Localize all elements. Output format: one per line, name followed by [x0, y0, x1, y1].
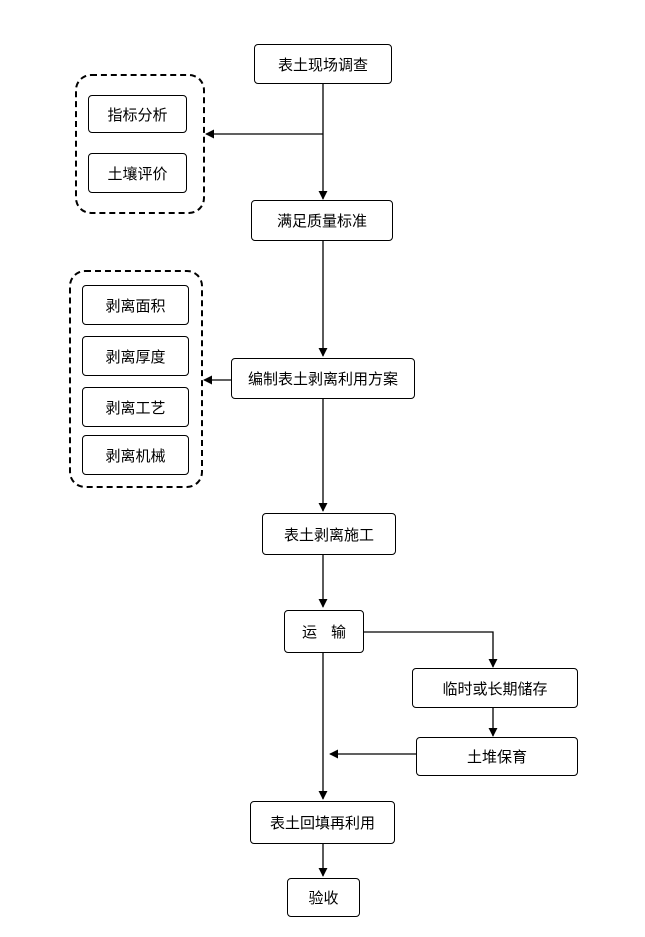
node-strip-machinery-label: 剥离机械 — [105, 446, 166, 465]
node-transport: 运输 — [284, 610, 364, 653]
node-strip-construction: 表土剥离施工 — [262, 513, 396, 555]
node-index-analysis: 指标分析 — [88, 95, 187, 133]
node-backfill-label: 表土回填再利用 — [269, 814, 375, 832]
node-strip-thickness: 剥离厚度 — [82, 336, 189, 376]
node-index-analysis-label: 指标分析 — [107, 105, 168, 124]
node-backfill: 表土回填再利用 — [250, 801, 395, 844]
node-strip-process: 剥离工艺 — [82, 387, 189, 427]
node-survey-label: 表土现场调查 — [277, 55, 368, 74]
node-strip-plan-label: 编制表土剥离利用方案 — [247, 370, 398, 388]
node-transport-label: 运输 — [301, 623, 360, 641]
node-storage-label: 临时或长期储存 — [442, 679, 548, 698]
arrow-transport-to-storage — [363, 631, 498, 668]
node-strip-area: 剥离面积 — [82, 285, 189, 325]
stripping-parameters-group — [69, 270, 203, 488]
node-quality-standard-label: 满足质量标准 — [276, 212, 367, 230]
node-strip-process-label: 剥离工艺 — [105, 398, 166, 417]
node-survey: 表土现场调查 — [254, 44, 392, 84]
node-strip-thickness-label: 剥离厚度 — [105, 347, 166, 366]
node-quality-standard: 满足质量标准 — [251, 200, 393, 241]
node-conservation-label: 土堆保育 — [466, 748, 527, 766]
node-strip-plan: 编制表土剥离利用方案 — [231, 358, 415, 399]
node-conservation: 土堆保育 — [416, 737, 578, 776]
node-acceptance-label: 验收 — [308, 889, 339, 907]
node-soil-evaluation-label: 土壤评价 — [107, 164, 168, 183]
node-soil-evaluation: 土壤评价 — [88, 153, 187, 193]
node-acceptance: 验收 — [287, 878, 360, 917]
node-strip-construction-label: 表土剥离施工 — [283, 525, 374, 544]
evaluation-group — [75, 74, 205, 214]
node-strip-machinery: 剥离机械 — [82, 435, 189, 475]
node-storage: 临时或长期储存 — [412, 668, 578, 708]
node-strip-area-label: 剥离面积 — [105, 296, 166, 315]
